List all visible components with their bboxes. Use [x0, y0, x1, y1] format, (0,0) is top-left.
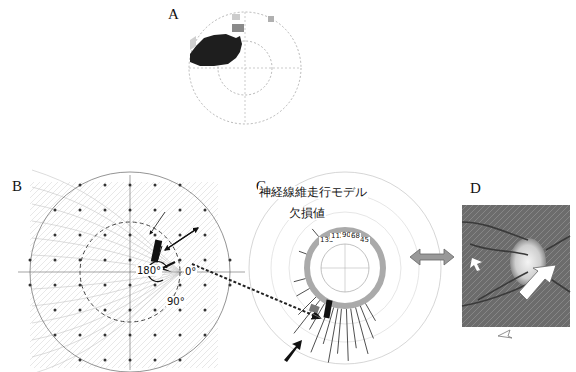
- test-point: [229, 284, 232, 287]
- test-point: [79, 334, 82, 337]
- defect-bar: [294, 279, 306, 282]
- test-point: [54, 284, 57, 287]
- panel-label: A: [168, 6, 179, 23]
- defect-bar: [346, 309, 348, 361]
- test-point: [54, 259, 57, 262]
- test-point: [179, 309, 182, 312]
- test-point: [179, 284, 182, 287]
- defect-bar: [310, 304, 325, 330]
- test-point: [179, 334, 182, 337]
- test-point: [104, 359, 107, 362]
- test-point: [104, 234, 107, 237]
- fiber-line: [32, 272, 182, 372]
- test-point: [54, 334, 57, 337]
- defect-bar: [328, 308, 338, 362]
- test-point: [179, 184, 182, 187]
- defect-bar: [297, 289, 310, 297]
- defect-bar: [366, 304, 376, 321]
- defect-bar: [312, 229, 318, 237]
- test-point: [54, 234, 57, 237]
- defect-bar: [351, 309, 357, 349]
- fiber-line: [32, 272, 182, 357]
- test-point: [129, 184, 132, 187]
- polar-plot-c: [249, 172, 441, 364]
- test-point: [129, 234, 132, 237]
- test-point: [154, 334, 157, 337]
- test-point: [129, 284, 132, 287]
- double-arrow: [410, 249, 454, 265]
- test-point: [104, 184, 107, 187]
- defect-bar: [299, 251, 307, 254]
- test-point: [104, 209, 107, 212]
- annotation: 神経線維走行モデル: [258, 186, 368, 199]
- test-point: [154, 184, 157, 187]
- test-point: [179, 234, 182, 237]
- test-point: [204, 234, 207, 237]
- test-point: [179, 259, 182, 262]
- test-point: [129, 309, 132, 312]
- test-point: [54, 209, 57, 212]
- test-point: [54, 309, 57, 312]
- test-point: [79, 309, 82, 312]
- test-point: [204, 209, 207, 212]
- test-point: [79, 234, 82, 237]
- test-point: [154, 309, 157, 312]
- test-point: [204, 259, 207, 262]
- test-point: [104, 259, 107, 262]
- fundus-photo-d: [462, 205, 570, 338]
- test-point: [129, 259, 132, 262]
- test-point: [154, 234, 157, 237]
- defect-bar: [294, 300, 320, 333]
- test-point: [104, 309, 107, 312]
- visual-field-a: [189, 12, 301, 124]
- test-point: [229, 259, 232, 262]
- test-point: [204, 284, 207, 287]
- test-point: [129, 359, 132, 362]
- test-point: [79, 184, 82, 187]
- test-point: [79, 359, 82, 362]
- test-point: [29, 259, 32, 262]
- test-point: [29, 284, 32, 287]
- fiber-line: [32, 272, 182, 306]
- test-point: [129, 209, 132, 212]
- test-point: [79, 259, 82, 262]
- fiber-line: [32, 170, 182, 272]
- test-point: [179, 209, 182, 212]
- test-point: [154, 284, 157, 287]
- test-point: [204, 309, 207, 312]
- angle-label: 0°: [184, 266, 197, 277]
- fiber-line: [32, 187, 182, 272]
- test-point: [129, 334, 132, 337]
- defect-bar: [338, 309, 342, 354]
- test-point: [204, 334, 207, 337]
- test-point: [179, 359, 182, 362]
- defect-bar: [356, 308, 368, 354]
- fiber-line: [32, 272, 182, 340]
- ring-number: 45: [359, 237, 370, 245]
- test-point: [154, 359, 157, 362]
- annotation: 欠損値: [288, 207, 326, 220]
- test-point: [104, 284, 107, 287]
- test-point: [79, 284, 82, 287]
- angle-label: 90°: [166, 296, 186, 307]
- panel-label: D: [470, 180, 481, 197]
- test-point: [104, 334, 107, 337]
- angle-label: 180°: [136, 265, 162, 276]
- fiber-line: [32, 272, 182, 323]
- test-point: [154, 209, 157, 212]
- test-point: [79, 209, 82, 212]
- fiber-model-b: [18, 170, 320, 372]
- panel-label: B: [12, 178, 22, 195]
